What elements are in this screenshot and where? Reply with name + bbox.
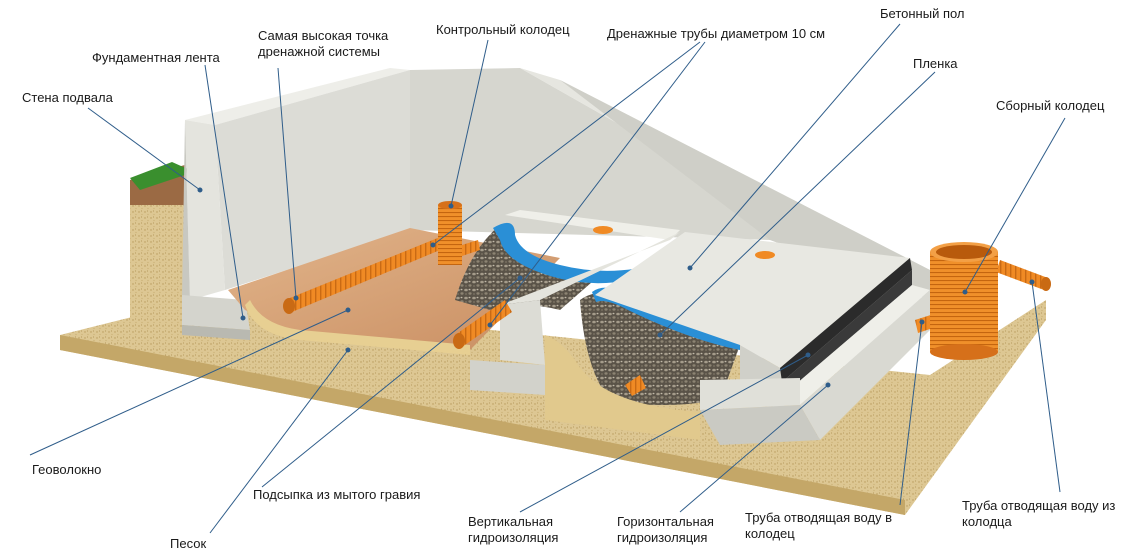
leader-lines: [29, 23, 1066, 534]
soil-block: [130, 162, 190, 320]
label-film: Пленка: [913, 56, 958, 71]
label-sand: Песок: [170, 536, 207, 551]
outlet-pipe-end: [1041, 277, 1051, 291]
label-horizontal-waterproofing: Горизонтальная гидроизоляция: [617, 514, 714, 545]
basement-wall-back: [182, 68, 410, 300]
label-inspection-well: Контрольный колодец: [436, 22, 570, 37]
label-pipe-from-well: Труба отводящая воду из колодца: [962, 498, 1116, 529]
middle-footing: [470, 210, 680, 395]
label-concrete-floor: Бетонный пол: [880, 6, 965, 21]
inspection-well: [438, 201, 480, 265]
label-pipe-to-well: Труба отводящая воду в колодец: [745, 510, 893, 541]
label-basement-wall: Стена подвала: [22, 90, 113, 105]
label-collection-well: Сборный колодец: [996, 98, 1105, 113]
label-washed-gravel: Подсыпка из мытого гравия: [253, 487, 421, 502]
front-geotextile: [545, 335, 700, 440]
pipe-end-left: [283, 298, 295, 314]
vertical-waterproofing: [780, 258, 912, 396]
gravel-bed: [455, 225, 740, 405]
collection-well: [930, 242, 998, 360]
label-vertical-waterproofing: Вертикальная гидроизоляция: [468, 514, 559, 545]
floor-opening-2: [755, 251, 775, 259]
basement-wall-right: [410, 68, 930, 300]
label-highest-point: Самая высокая точка дренажной системы: [258, 28, 389, 59]
horizontal-waterproofing: [700, 285, 930, 445]
pipe-end-mid: [453, 333, 465, 349]
label-drain-pipes: Дренажные трубы диаметром 10 см: [607, 26, 826, 41]
label-geotextile: Геоволокно: [32, 462, 102, 477]
foundation-strip: [182, 295, 250, 340]
floor-opening-1: [593, 226, 613, 234]
label-foundation-strip: Фундаментная лента: [92, 50, 220, 65]
